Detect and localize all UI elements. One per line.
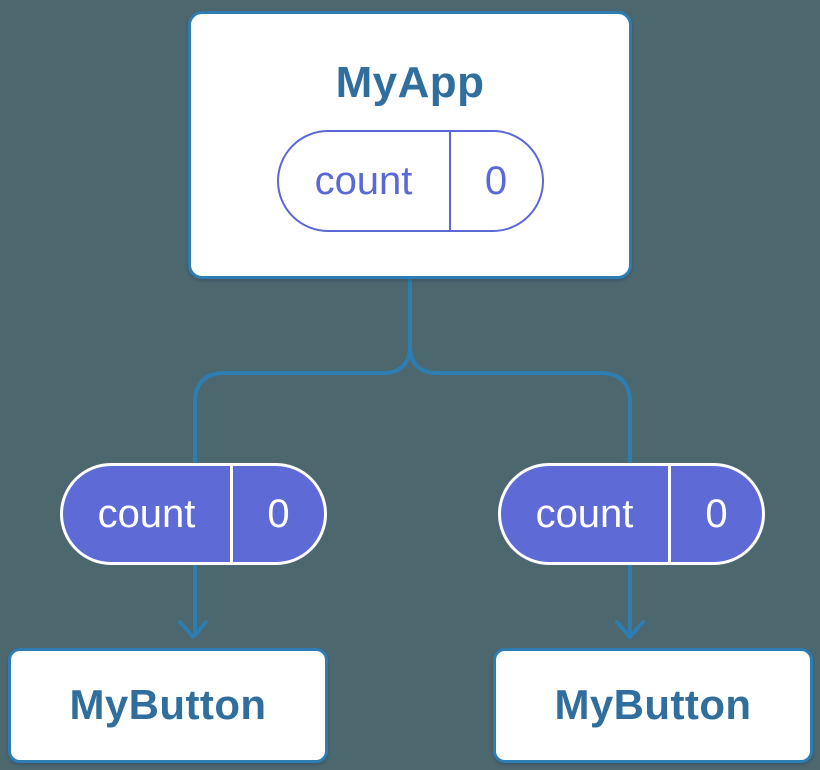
child-node-label: MyButton <box>554 681 752 729</box>
state-pill-name: count <box>279 132 451 231</box>
prop-pill-left: count 0 <box>60 463 327 565</box>
left-arrowhead-icon <box>178 620 208 639</box>
prop-pill-value: 0 <box>267 492 290 536</box>
connector-left-branch <box>193 275 412 635</box>
right-arrowhead-icon <box>615 620 645 639</box>
root-node-label: MyApp <box>335 57 485 107</box>
state-pill-value: 0 <box>484 159 508 204</box>
prop-pill-right: count 0 <box>498 463 765 565</box>
root-state-pill: count 0 <box>276 130 544 233</box>
node-card-myapp: MyApp count 0 <box>188 11 632 279</box>
child-node-label: MyButton <box>69 681 267 729</box>
prop-pill-name: count <box>501 466 671 562</box>
node-card-mybutton-right: MyButton <box>493 648 813 763</box>
node-card-mybutton-left: MyButton <box>8 648 328 763</box>
prop-pill-name: count <box>63 466 233 562</box>
connector-right-branch <box>408 275 632 635</box>
prop-pill-value: 0 <box>705 492 728 536</box>
